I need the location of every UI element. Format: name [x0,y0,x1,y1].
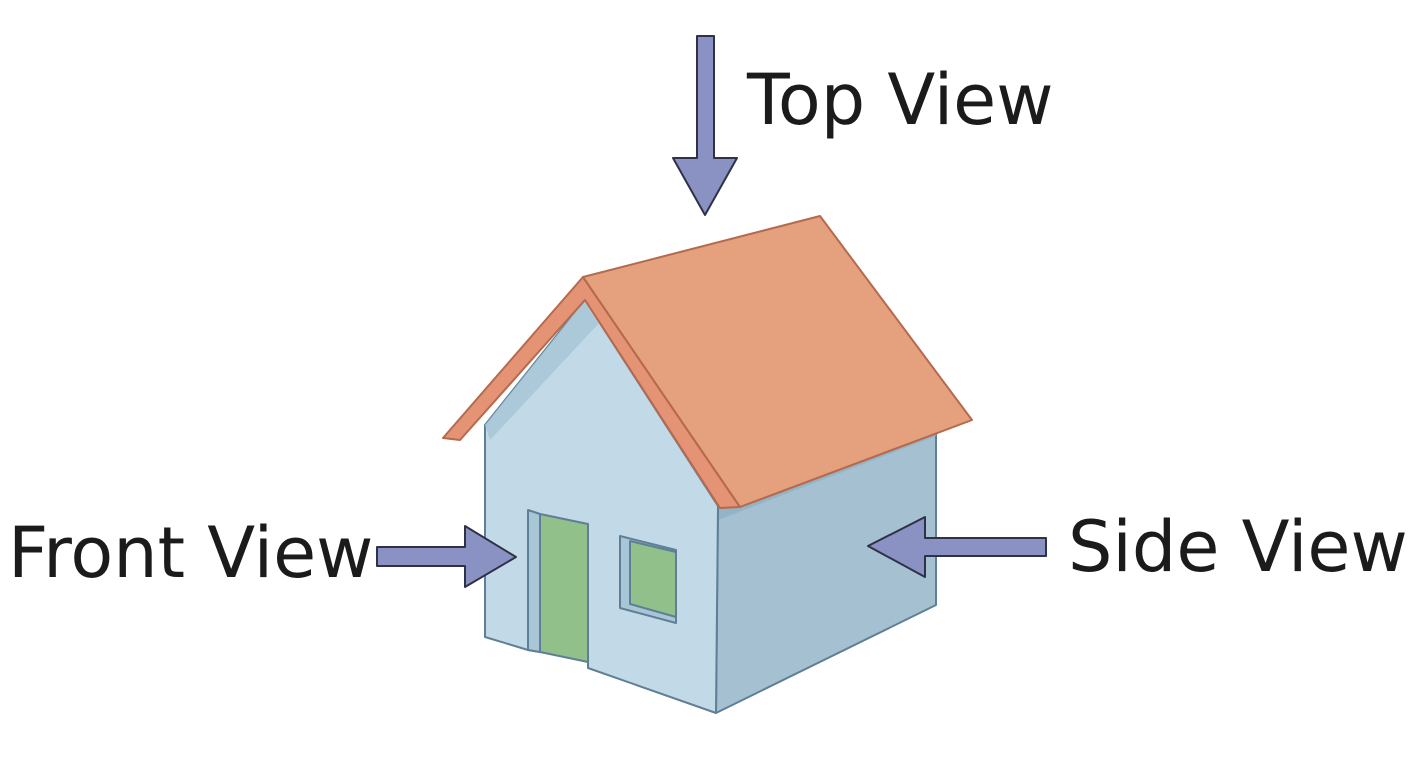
top-view-label: Top View [746,59,1054,141]
side-view-arrow [867,516,1047,578]
front-view-arrow [376,525,517,588]
front-view-label: Front View [8,512,373,594]
roof-slope [582,215,973,508]
door-jamb [527,509,541,653]
top-view-arrow [672,35,738,216]
gable-shadow [485,300,600,440]
house-illustration [442,215,973,714]
window-glass [629,540,677,618]
side-view-label: Side View [1068,506,1408,588]
front-door [539,513,589,663]
